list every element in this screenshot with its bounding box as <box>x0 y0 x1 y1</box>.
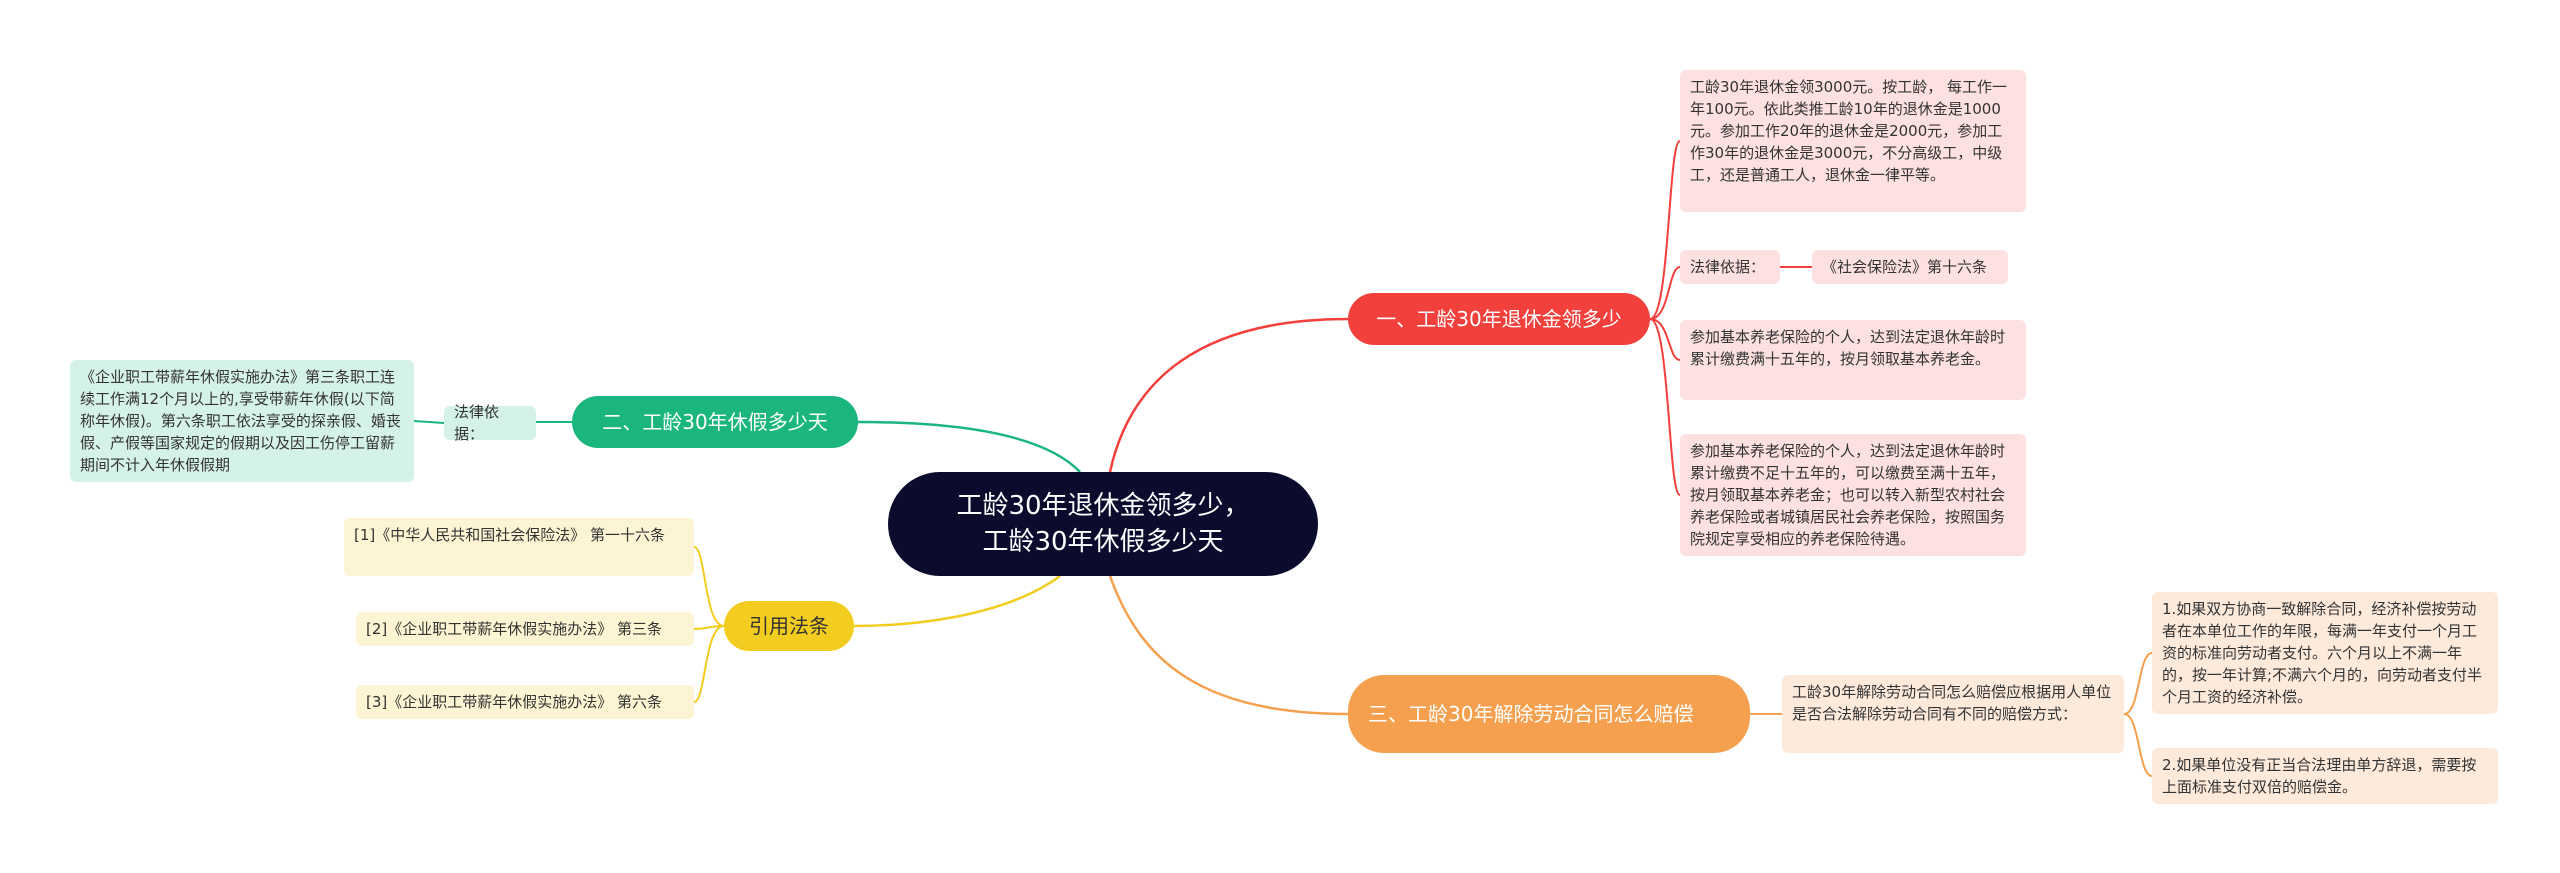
link-two-text <box>413 420 445 424</box>
leaf-pension-rule-short[interactable]: 参加基本养老保险的个人，达到法定退休年龄时累计缴费不足十五年的，可以缴费至满十五… <box>1680 434 2026 556</box>
link-one-a <box>1649 140 1681 320</box>
link-one-b <box>1649 318 1681 361</box>
link-one-law <box>1649 266 1681 320</box>
root-line-2: 工龄30年休假多少天 <box>982 527 1224 557</box>
branch-vacation[interactable]: 二、工龄30年休假多少天 <box>572 396 858 448</box>
leaf-pension-law-label[interactable]: 法律依据： <box>1680 250 1780 284</box>
leaf-cite-3[interactable]: [3]《企业职工带薪年休假实施办法》 第六条 <box>356 685 694 719</box>
root-line-1: 工龄30年退休金领多少， <box>956 491 1250 521</box>
link-three-c <box>2123 713 2153 777</box>
leaf-compensation-intro[interactable]: 工龄30年解除劳动合同怎么赔偿应根据用人单位是否合法解除劳动合同有不同的赔偿方式… <box>1782 675 2124 753</box>
leaf-cite-1[interactable]: [1]《中华人民共和国社会保险法》 第一十六条 <box>344 518 694 576</box>
link-root-three <box>1108 575 1349 716</box>
link-root-one <box>1108 317 1349 473</box>
link-cite-3 <box>693 625 725 703</box>
link-cite-1 <box>693 546 725 627</box>
branch-contract-compensation[interactable]: 三、工龄30年解除劳动合同怎么赔偿 <box>1348 675 1750 753</box>
leaf-pension-amount[interactable]: 工龄30年退休金领3000元。按工龄， 每工作一年100元。依此类推工龄10年的… <box>1680 70 2026 212</box>
leaf-compensation-dismissal[interactable]: 2.如果单位没有正当合法理由单方辞退，需要按上面标准支付双倍的赔偿金。 <box>2152 748 2498 804</box>
leaf-cite-2[interactable]: [2]《企业职工带薪年休假实施办法》 第三条 <box>356 612 694 646</box>
link-root-cite <box>853 574 1061 628</box>
branch-cited-laws[interactable]: 引用法条 <box>724 601 854 651</box>
root-topic[interactable]: 工龄30年退休金领多少， 工龄30年休假多少天 <box>888 472 1318 576</box>
leaf-vacation-law-label[interactable]: 法律依据： <box>444 403 536 443</box>
leaf-pension-law-text[interactable]: 《社会保险法》第十六条 <box>1812 250 2008 284</box>
link-root-two <box>857 420 1081 473</box>
leaf-compensation-agreed[interactable]: 1.如果双方协商一致解除合同，经济补偿按劳动者在本单位工作的年限，每满一年支付一… <box>2152 592 2498 714</box>
link-three-b <box>2123 652 2153 715</box>
leaf-pension-rule-full[interactable]: 参加基本养老保险的个人，达到法定退休年龄时累计缴费满十五年的，按月领取基本养老金… <box>1680 320 2026 400</box>
link-one-c <box>1649 318 1681 496</box>
branch-pension[interactable]: 一、工龄30年退休金领多少 <box>1348 293 1650 345</box>
leaf-vacation-law-text[interactable]: 《企业职工带薪年休假实施办法》第三条职工连续工作满12个月以上的,享受带薪年休假… <box>70 360 414 482</box>
